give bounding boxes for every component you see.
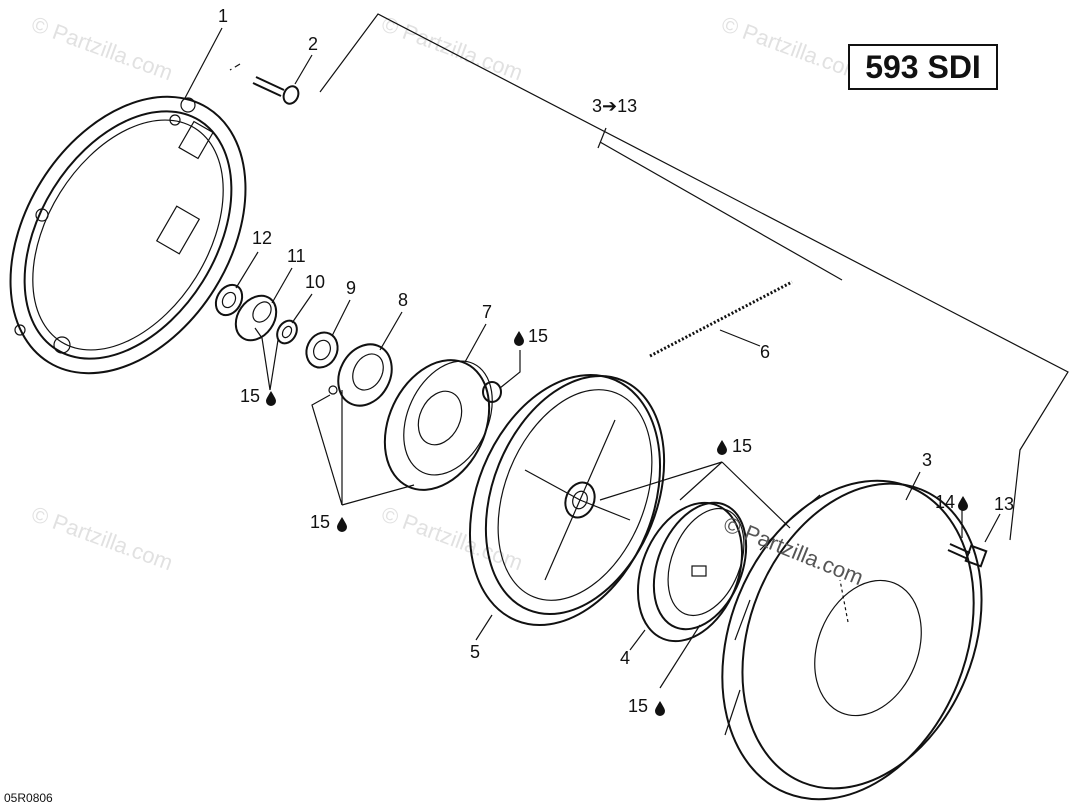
model-badge: 593 SDI [848, 44, 998, 90]
callout-15: 15 [628, 696, 648, 716]
part-6-starter-rope [649, 280, 793, 358]
model-badge-text: 593 SDI [865, 48, 981, 85]
part-8-ratchet [328, 343, 393, 407]
oil-drop-icon [337, 517, 347, 532]
watermark-text: © Partzilla.com [378, 11, 526, 85]
part-3-starter-cover [721, 479, 983, 801]
watermark-text: © Partzilla.com [718, 11, 866, 85]
part-9-bushing [305, 331, 339, 369]
part-2-screw [229, 63, 300, 105]
callout-3-13: 3➔13 [592, 96, 637, 116]
callout-6: 6 [760, 342, 770, 362]
oil-drop-icon [514, 331, 524, 346]
watermark-text: © Partzilla.com [28, 501, 176, 575]
callout-15: 15 [310, 512, 330, 532]
oil-drop-icon [958, 496, 968, 511]
part-11-plate [234, 294, 278, 342]
part-1-starter-housing-ring [9, 95, 247, 375]
watermark-layer: © Partzilla.com © Partzilla.com © Partzi… [28, 11, 866, 575]
callout-11: 11 [287, 246, 306, 266]
callout-15: 15 [240, 386, 260, 406]
part-7-cam-plate [383, 359, 502, 491]
callout-12: 12 [252, 228, 272, 248]
watermark-text: © Partzilla.com [28, 11, 176, 85]
assembly-bracket-3-to-13 [319, 13, 1069, 541]
callout-14: 14 [935, 492, 955, 512]
part-4-recoil-spring [636, 501, 748, 643]
callout-7: 7 [482, 302, 492, 322]
oil-drop-icon [266, 391, 276, 406]
callout-8: 8 [398, 290, 408, 310]
callout-15: 15 [528, 326, 548, 346]
callout-13: 13 [994, 494, 1014, 514]
diagram-code: 05R0806 [4, 791, 53, 805]
callout-1: 1 [218, 6, 228, 26]
callout-5: 5 [470, 642, 480, 662]
part-5-rope-sheave [468, 374, 666, 626]
callout-15: 15 [732, 436, 752, 456]
callout-9: 9 [346, 278, 356, 298]
part-13-bolt [947, 543, 988, 568]
callout-labels: 1 2 3➔13 12 11 10 9 8 7 15 6 15 15 3 14 … [218, 6, 1014, 716]
leader-lines [184, 27, 1001, 689]
callout-2: 2 [308, 34, 318, 54]
callout-3: 3 [922, 450, 932, 470]
callout-10: 10 [305, 272, 325, 292]
oil-drop-icon [655, 701, 665, 716]
callout-4: 4 [620, 648, 630, 668]
oil-drop-icon [717, 440, 727, 455]
